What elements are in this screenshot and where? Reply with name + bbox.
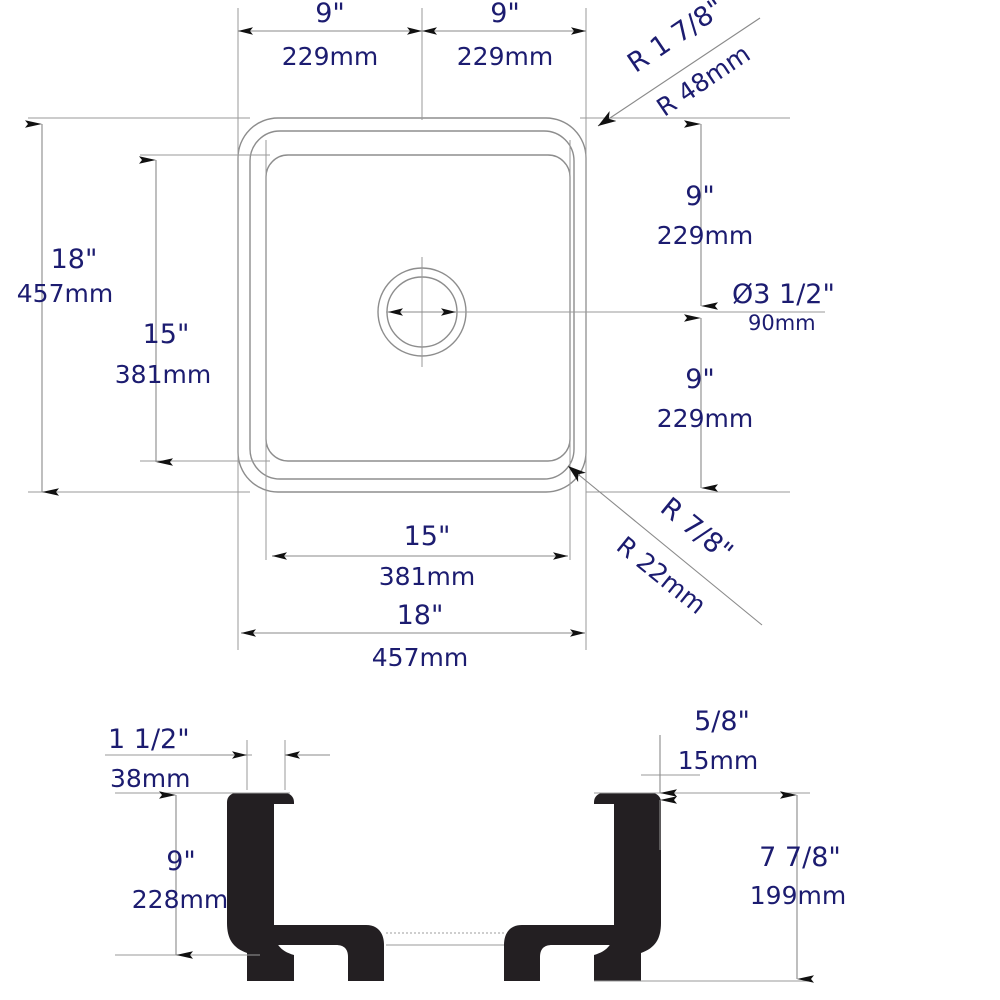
dim-top-left-metric: 229mm	[282, 42, 378, 71]
section-bottom-left	[266, 925, 384, 981]
leader-line-radius-inner	[567, 465, 763, 626]
dim-right-upper-9in: 9" 229mm	[657, 120, 753, 310]
dim-radius-outer: R 1 7/8" R 48mm	[597, 0, 761, 127]
dim-right-upper-imperial: 9"	[685, 181, 715, 212]
dim-left-outer-imperial: 18"	[51, 244, 98, 275]
dim-right-lower-metric: 229mm	[657, 404, 753, 433]
dim-left-inner-imperial: 15"	[143, 319, 190, 350]
section-left-wall	[227, 793, 294, 981]
dim-section-rim-thickness: 5/8" 15mm	[659, 706, 759, 850]
dim-depth-metric: 228mm	[132, 885, 228, 914]
dim-rim-width-metric: 38mm	[110, 764, 191, 793]
sink-outer-outline	[237, 117, 587, 493]
sink-rim-outline	[249, 130, 575, 480]
dim-rim-thickness-metric: 15mm	[678, 746, 759, 775]
section-bottom-right	[504, 925, 622, 981]
dim-section-rim-width: 1 1/2" 38mm	[108, 724, 330, 793]
dim-left-outer-metric: 457mm	[17, 279, 113, 308]
dim-top-right-metric: 229mm	[457, 42, 553, 71]
top-view-geometry	[237, 117, 587, 493]
dim-drain-imperial: Ø3 1/2"	[732, 279, 835, 310]
dim-drain-diameter: Ø3 1/2" 90mm	[388, 279, 835, 335]
section-extension-lines	[105, 740, 810, 982]
dim-right-lower-9in: 9" 229mm	[657, 314, 753, 492]
dim-bottom-outer-metric: 457mm	[372, 643, 468, 672]
dim-section-overall-height: 7 7/8" 199mm	[750, 791, 846, 983]
section-right-wall	[594, 793, 661, 981]
dim-top-left-imperial: 9"	[315, 0, 345, 29]
dim-overall-height-metric: 199mm	[750, 881, 846, 910]
section-view-geometry	[227, 793, 661, 981]
dim-depth-imperial: 9"	[166, 846, 196, 877]
dim-top-left-9in: 9" 229mm	[238, 0, 422, 71]
dim-rim-thickness-imperial: 5/8"	[694, 706, 750, 737]
dim-radius-inner: R 7/8" R 22mm	[567, 465, 763, 626]
sink-basin-outline	[265, 154, 571, 462]
dim-drain-metric: 90mm	[748, 311, 816, 335]
dim-bottom-18in: 18" 457mm	[241, 600, 585, 672]
dim-left-15in: 15" 381mm	[115, 156, 211, 466]
dim-top-right-imperial: 9"	[490, 0, 520, 29]
dim-section-depth: 9" 228mm	[132, 791, 228, 959]
dim-rim-width-imperial: 1 1/2"	[108, 724, 190, 755]
dim-bottom-inner-metric: 381mm	[379, 562, 475, 591]
dim-left-inner-metric: 381mm	[115, 360, 211, 389]
dim-radius-inner-imperial: R 7/8"	[654, 492, 738, 568]
dim-bottom-inner-imperial: 15"	[404, 521, 451, 552]
dim-top-right-9in: 9" 229mm	[422, 0, 586, 71]
dim-right-lower-imperial: 9"	[685, 364, 715, 395]
dim-left-18in: 18" 457mm	[17, 120, 113, 496]
leader-line-radius-outer	[597, 17, 761, 127]
dim-right-upper-metric: 229mm	[657, 221, 753, 250]
dim-bottom-15in: 15" 381mm	[272, 521, 568, 591]
dim-overall-height-imperial: 7 7/8"	[759, 842, 841, 873]
dim-bottom-outer-imperial: 18"	[397, 600, 444, 631]
